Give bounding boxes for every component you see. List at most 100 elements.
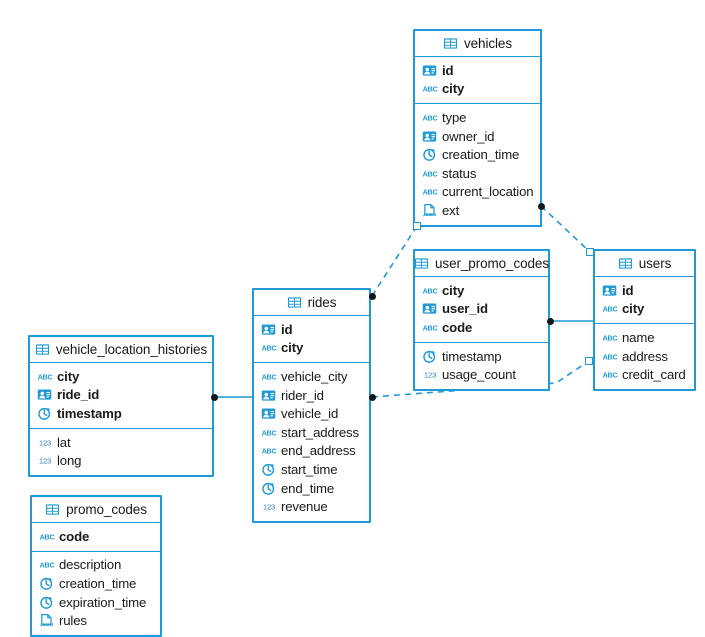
relationship-line-rides-to-vehicles[interactable] — [371, 225, 418, 297]
entity-title: user_promo_codes — [435, 256, 549, 271]
entity-header-vehicles[interactable]: vehicles — [415, 31, 540, 57]
field-row-users-id[interactable]: id — [595, 281, 694, 300]
svg-text:ABC: ABC — [423, 286, 438, 295]
relationship-endpoint-dot-rides-to-vehicles-from — [368, 292, 376, 300]
svg-text:123: 123 — [424, 371, 436, 380]
field-name: id — [442, 62, 454, 78]
abc-string-icon: ABC — [602, 349, 618, 364]
field-row-rides-rider_id[interactable]: rider_id — [254, 386, 369, 405]
svg-text:ABC: ABC — [262, 344, 277, 353]
field-row-vehicle_location_histories-long[interactable]: 123 long — [30, 451, 212, 470]
field-name: status — [442, 165, 477, 181]
svg-text:123: 123 — [39, 438, 51, 447]
entity-header-users[interactable]: users — [595, 251, 694, 277]
entity-header-rides[interactable]: rides — [254, 290, 369, 316]
field-row-rides-vehicle_id[interactable]: vehicle_id — [254, 404, 369, 423]
123-number-icon: 123 — [37, 453, 52, 468]
entity-title: users — [638, 256, 672, 271]
field-row-rides-start_time[interactable]: start_time — [254, 460, 369, 479]
field-row-vehicle_location_histories-timestamp[interactable]: timestamp — [30, 404, 212, 423]
field-name: rules — [59, 613, 87, 629]
svg-text:123: 123 — [263, 502, 275, 511]
entity-title: rides — [307, 295, 337, 310]
entity-header-vehicle_location_histories[interactable]: vehicle_location_histories — [30, 337, 212, 363]
field-row-user_promo_codes-timestamp[interactable]: timestamp — [415, 347, 548, 366]
field-row-vehicles-status[interactable]: ABC status — [415, 164, 540, 183]
field-row-vehicles-id[interactable]: id — [415, 61, 540, 80]
field-row-rides-id[interactable]: id — [254, 320, 369, 339]
svg-text:ABC: ABC — [262, 428, 277, 437]
svg-text:ABC: ABC — [603, 371, 618, 380]
field-row-user_promo_codes-user_id[interactable]: user_id — [415, 300, 548, 319]
clock-icon — [261, 481, 276, 496]
field-row-vehicles-creation_time[interactable]: creation_time — [415, 145, 540, 164]
svg-text:JSON: JSON — [40, 622, 54, 628]
relationship-line-vehicles-to-users[interactable] — [540, 205, 591, 253]
abc-string-icon: ABC — [422, 320, 438, 335]
field-name: credit_card — [622, 367, 686, 383]
field-name: code — [59, 528, 90, 544]
svg-text:ABC: ABC — [262, 447, 277, 456]
svg-text:JSON: JSON — [423, 212, 437, 218]
field-row-promo_codes-expiration_time[interactable]: expiration_time — [32, 593, 160, 612]
abc-string-icon: ABC — [422, 166, 438, 181]
field-row-users-credit_card[interactable]: ABC credit_card — [595, 365, 694, 384]
field-row-promo_codes-rules[interactable]: JSON rules — [32, 611, 160, 630]
clock-icon — [39, 576, 54, 591]
field-row-vehicle_location_histories-lat[interactable]: 123 lat — [30, 433, 212, 452]
field-row-promo_codes-creation_time[interactable]: creation_time — [32, 574, 160, 593]
field-row-vehicle_location_histories-ride_id[interactable]: ride_id — [30, 386, 212, 405]
field-row-vehicles-current_location[interactable]: ABC current_location — [415, 183, 540, 202]
field-row-vehicles-owner_id[interactable]: owner_id — [415, 127, 540, 146]
id-card-icon — [602, 283, 617, 298]
entity-title: vehicles — [464, 36, 512, 51]
field-row-promo_codes-code[interactable]: ABC code — [32, 527, 160, 546]
field-name: rider_id — [281, 387, 324, 403]
svg-text:ABC: ABC — [423, 114, 438, 123]
abc-string-icon: ABC — [39, 529, 55, 544]
field-name: current_location — [442, 184, 534, 200]
svg-text:ABC: ABC — [423, 324, 438, 333]
svg-text:ABC: ABC — [423, 188, 438, 197]
svg-text:ABC: ABC — [603, 334, 618, 343]
svg-text:ABC: ABC — [38, 372, 53, 381]
entity-header-promo_codes[interactable]: promo_codes — [32, 497, 160, 523]
field-name: id — [622, 282, 634, 298]
entity-header-user_promo_codes[interactable]: user_promo_codes — [414, 251, 549, 277]
id-card-icon — [37, 387, 52, 402]
abc-string-icon: ABC — [261, 443, 277, 458]
field-name: long — [57, 453, 82, 469]
field-name: creation_time — [442, 147, 520, 163]
field-row-rides-end_time[interactable]: end_time — [254, 479, 369, 498]
field-name: lat — [57, 434, 71, 450]
regular-fields-vehicle_location_histories: 123 lat 123 long — [30, 427, 212, 475]
relationship-endpoint-dot-rides-to-users-from — [368, 393, 376, 401]
svg-text:ABC: ABC — [423, 85, 438, 94]
